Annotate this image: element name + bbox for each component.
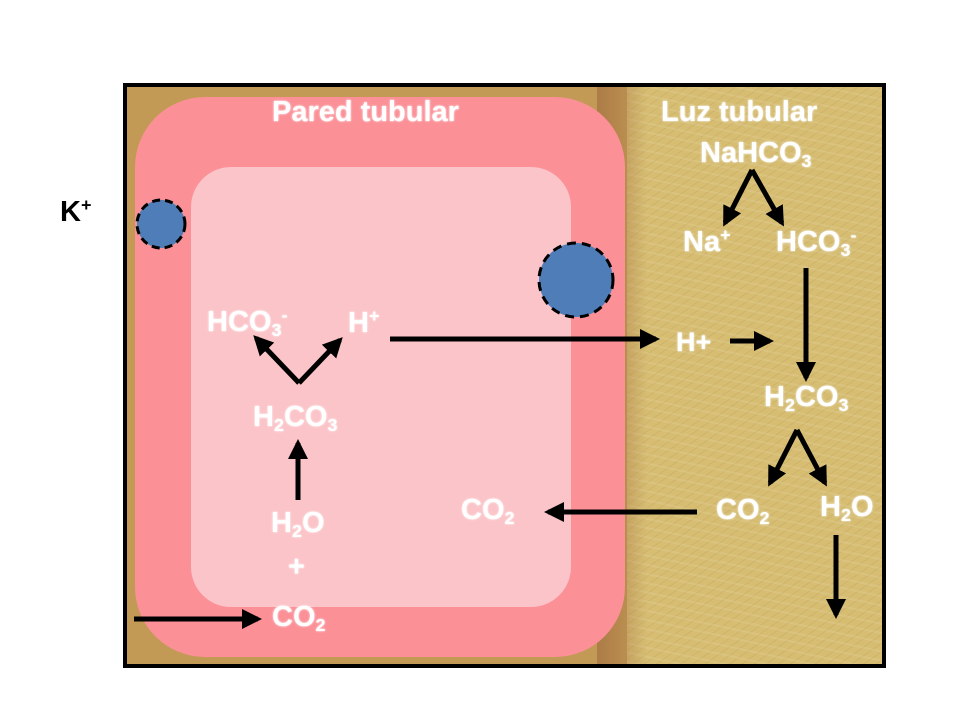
h-plus-lumen-label: H+ <box>676 327 712 357</box>
na-plus-label: Na+ <box>683 225 731 258</box>
co2-lumen-label: CO2 <box>716 494 770 529</box>
luz-tubular-title: Luz tubular <box>661 96 818 128</box>
nahco3-label: NaHCO3 <box>700 137 812 172</box>
h2o-cell-label: H2O <box>271 507 325 542</box>
hco3-lumen-label: HCO3- <box>776 225 857 260</box>
arrow-h2co3-to-h-cell <box>297 337 343 385</box>
co2-cell-mid-label: CO2 <box>461 494 515 529</box>
arrow-nahco3-to-hco3 <box>749 168 785 227</box>
lumen-texture <box>627 87 882 664</box>
k-transporter <box>135 198 187 250</box>
h2o-lumen-label: H2O <box>820 491 874 526</box>
cell-cytoplasm <box>191 167 571 607</box>
arrow-nahco3-to-na <box>722 168 755 227</box>
arrow-h2co3-to-hco3-cell <box>253 335 301 385</box>
arrow-h2co3-to-h2o <box>794 428 828 487</box>
co2-cell-entry-label: CO2 <box>272 601 326 636</box>
pared-tubular-title: Pared tubular <box>272 96 459 128</box>
arrow-h2co3-to-co2 <box>767 428 800 487</box>
tubular-lumen-region <box>627 87 882 664</box>
k-plus-label: K+ <box>60 195 92 228</box>
plus-sign: + <box>288 551 305 583</box>
h-plus-cell-label: H+ <box>348 306 380 339</box>
h2co3-cell-label: H2CO3 <box>253 401 338 436</box>
h-transporter <box>537 241 615 319</box>
h2co3-lumen-label: H2CO3 <box>764 381 849 416</box>
hco3-cell-label: HCO3- <box>207 305 288 340</box>
